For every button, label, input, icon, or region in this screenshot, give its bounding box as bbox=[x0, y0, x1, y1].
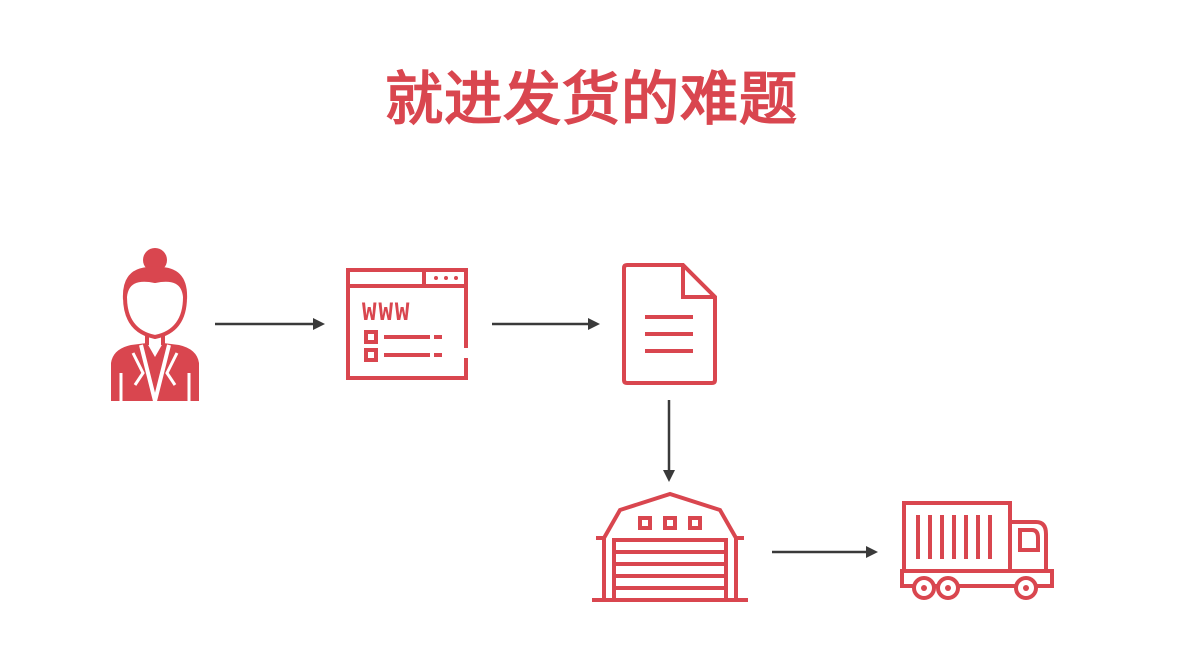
www-text: WWW bbox=[362, 298, 411, 326]
flow-arrow-order-warehouse bbox=[661, 400, 677, 484]
woman-user-icon bbox=[105, 245, 205, 403]
document-icon bbox=[621, 262, 719, 386]
flow-arrow-warehouse-delivery bbox=[772, 544, 882, 560]
warehouse-icon bbox=[590, 490, 750, 604]
truck-icon bbox=[900, 500, 1054, 606]
flow-arrow-website-order bbox=[492, 316, 602, 332]
browser-www-icon: WWW bbox=[346, 268, 469, 380]
page-title: 就进发货的难题 bbox=[384, 65, 798, 133]
flow-arrow-customer-website bbox=[215, 316, 327, 332]
